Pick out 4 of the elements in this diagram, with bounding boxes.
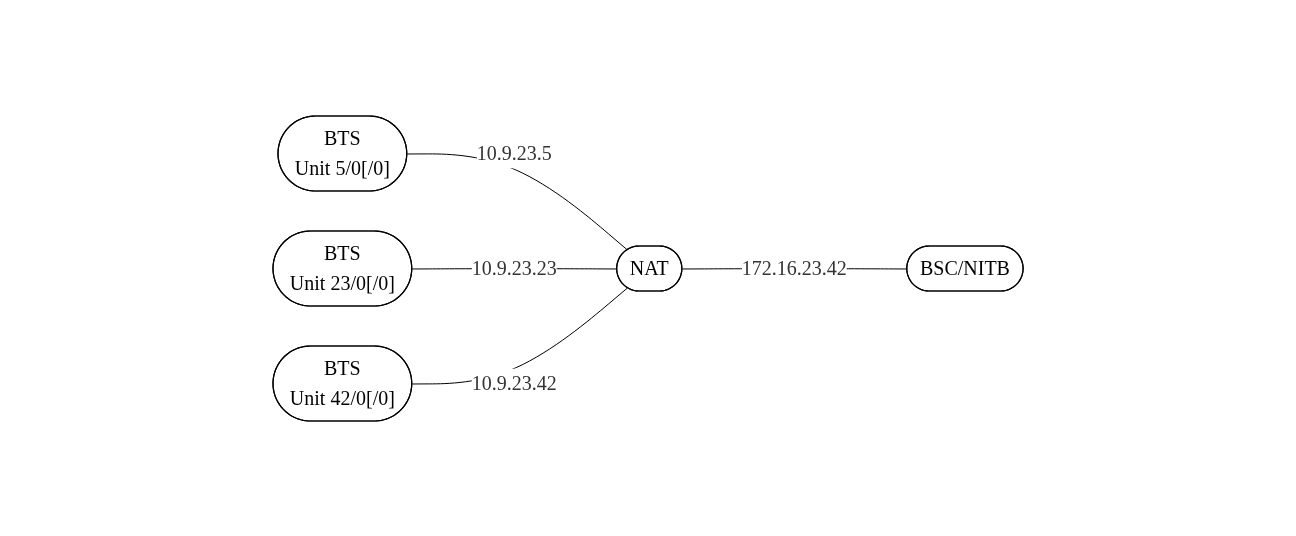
edge-label: 10.9.23.23 bbox=[471, 256, 557, 279]
edge-label: 10.9.23.42 bbox=[471, 371, 557, 394]
edge-label: 10.9.23.5 bbox=[476, 142, 552, 164]
edge-label: 172.16.23.42 bbox=[741, 256, 847, 279]
